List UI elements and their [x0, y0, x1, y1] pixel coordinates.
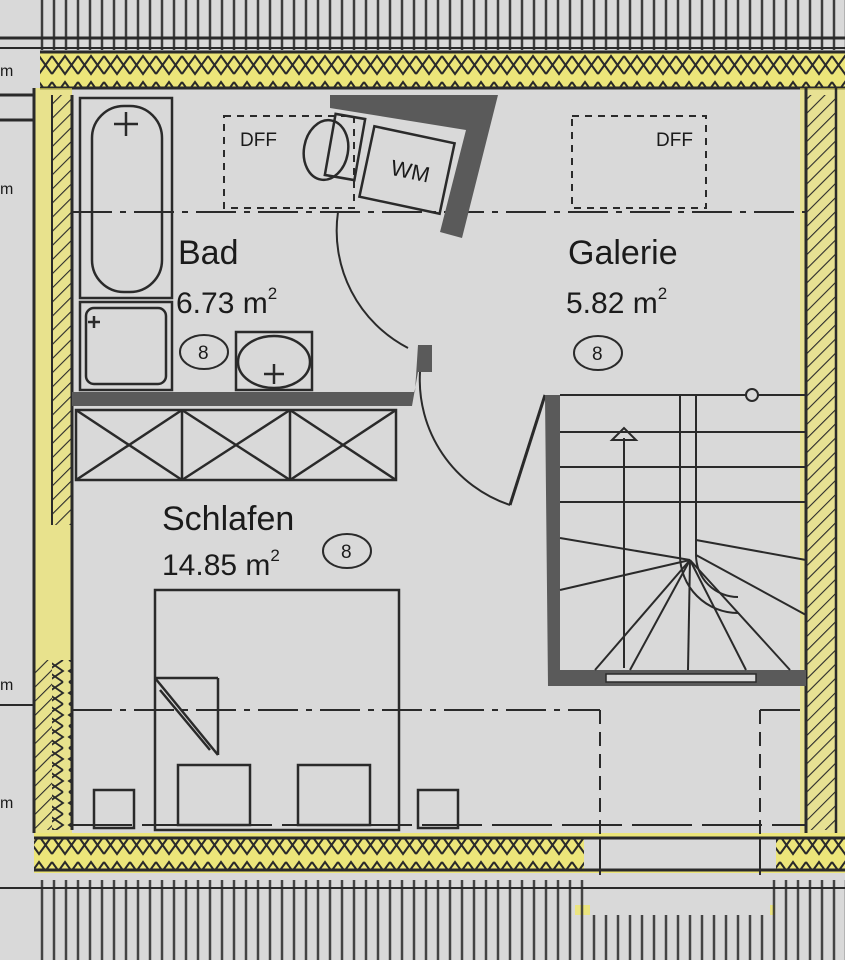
top-exterior-wall: [40, 50, 845, 90]
edge-mark: m: [0, 677, 13, 694]
edge-mark: m: [0, 795, 13, 812]
shower-tray: [78, 300, 174, 392]
edge-mark: m: [0, 181, 13, 198]
room-tag: 8: [198, 343, 209, 364]
room-name: Bad: [178, 234, 239, 272]
toilet: [302, 112, 367, 182]
room-name: Galerie: [568, 234, 678, 272]
skylight-right-label: DFF: [656, 130, 693, 151]
left-outside-lines: [0, 93, 34, 706]
bed: [153, 588, 401, 832]
bathtub: [78, 96, 174, 300]
built-in-wardrobe: [74, 408, 398, 482]
room-tag: 8: [341, 542, 352, 563]
left-exterior-wall: [32, 88, 74, 833]
skylight-right: DFF: [571, 115, 707, 209]
top-roof-band: [0, 0, 845, 50]
skylight-left-label: DFF: [240, 130, 277, 151]
nightstands: [92, 788, 460, 830]
room-area: 14.85 m2: [162, 546, 280, 582]
edge-mark: m: [0, 63, 13, 80]
room-schlafen: Schlafen 14.85 m2 8: [162, 500, 372, 582]
room-name: Schlafen: [162, 500, 294, 538]
room-bad: Bad 6.73 m2 8: [176, 234, 277, 370]
room-area: 5.82 m2: [566, 284, 667, 320]
door-bath: [335, 211, 409, 349]
washbasin: [234, 330, 314, 392]
bottom-exterior-wall: [34, 833, 845, 915]
washing-machine: WM: [357, 124, 457, 216]
door-bedroom: [418, 371, 547, 506]
interior-wall-bath: [72, 95, 498, 406]
bottom-roof-band: [0, 875, 845, 960]
room-area: 6.73 m2: [176, 284, 277, 320]
right-exterior-wall: [800, 88, 845, 833]
skylight-left: DFF: [223, 115, 355, 209]
room-tag: 8: [592, 344, 603, 365]
room-galerie: Galerie 5.82 m2 8: [566, 234, 678, 371]
edge-marks: m m m m: [0, 63, 13, 812]
staircase: [545, 388, 807, 686]
